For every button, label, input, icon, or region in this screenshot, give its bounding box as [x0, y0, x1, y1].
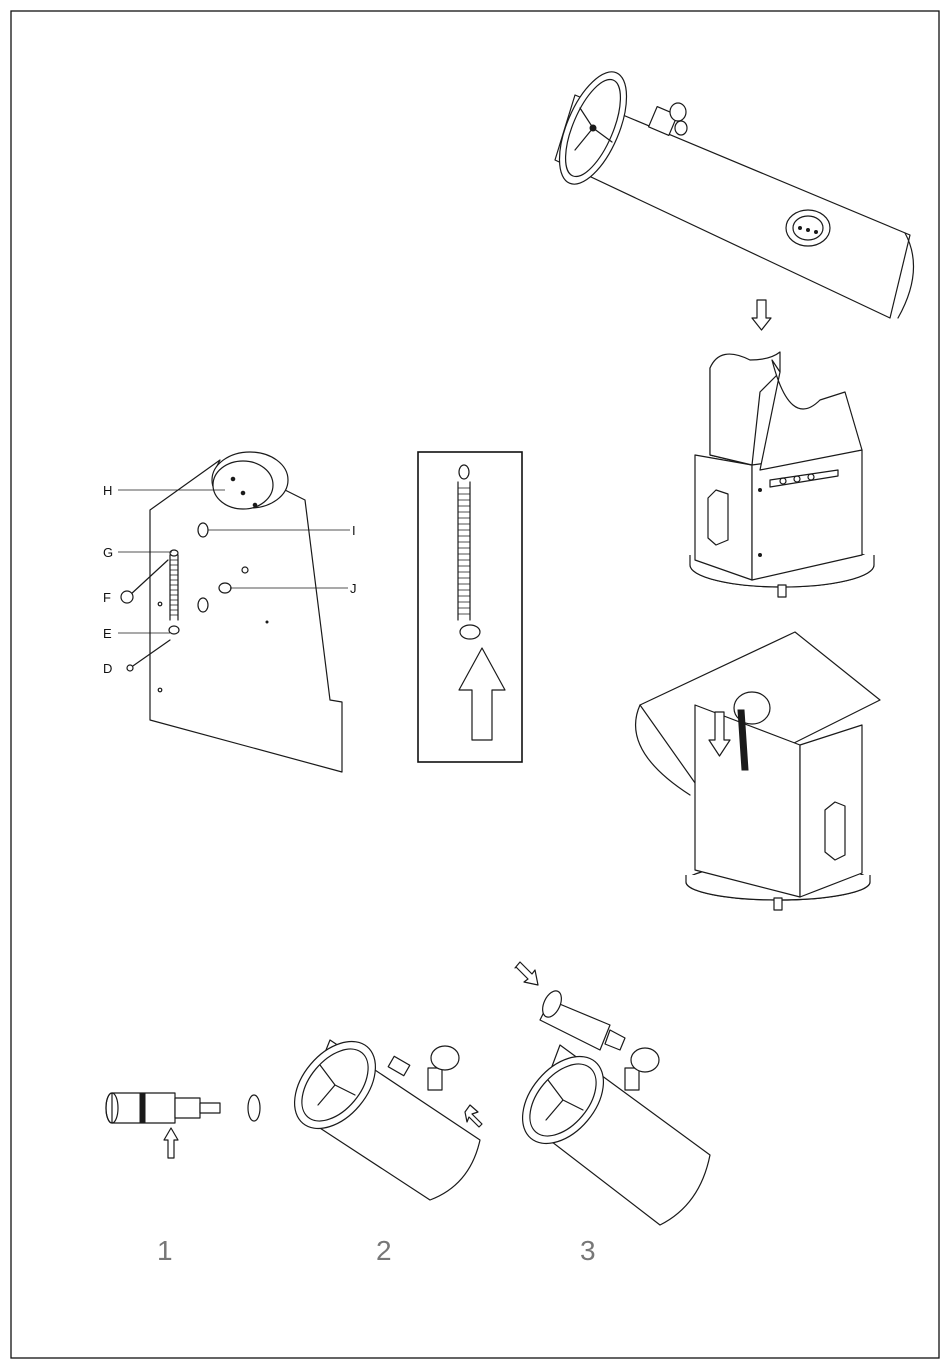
- label-f: F: [103, 590, 111, 605]
- dobsonian-base: [690, 352, 874, 597]
- telescope-tube: [546, 63, 914, 318]
- down-arrow-icon: [752, 300, 771, 330]
- label-g: G: [103, 545, 113, 560]
- step-number-1: 1: [157, 1235, 173, 1266]
- label-d: D: [103, 661, 112, 676]
- label-j: J: [350, 581, 357, 596]
- tube-on-base: [636, 632, 880, 910]
- label-e: E: [103, 626, 112, 641]
- side-panel: [118, 452, 350, 772]
- step2-tube: [278, 1026, 482, 1200]
- spring-detail: [418, 452, 522, 762]
- step-number-3: 3: [580, 1235, 596, 1266]
- label-i: I: [352, 523, 356, 538]
- label-h: H: [103, 483, 112, 498]
- step3-tube: [506, 962, 710, 1225]
- step1-eyepiece: [106, 1093, 260, 1158]
- step-number-2: 2: [376, 1235, 392, 1266]
